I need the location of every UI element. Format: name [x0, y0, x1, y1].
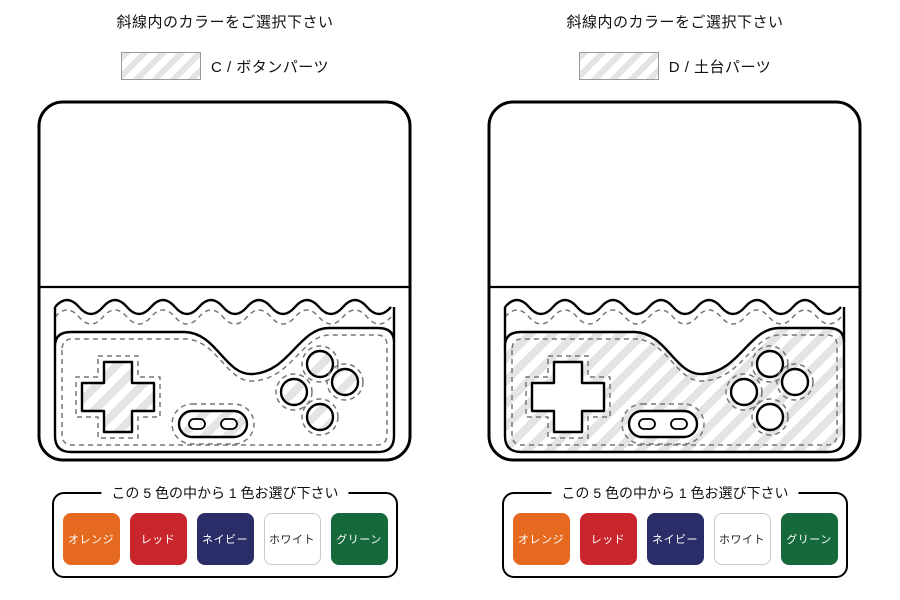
- color-chip-green[interactable]: グリーン: [780, 513, 838, 565]
- picker-title: この 5 色の中から 1 色お選び下さい: [551, 483, 799, 503]
- color-chips: オレンジ レッド ネイビー ホワイト グリーン: [54, 494, 396, 576]
- startselect-stitch: [171, 403, 255, 445]
- start-hole: [188, 418, 206, 430]
- action-button-bottom: [755, 402, 785, 432]
- color-chip-navy[interactable]: ネイビー: [196, 513, 254, 565]
- part-label: D / 土台パーツ: [668, 58, 772, 76]
- action-button-left-stitch: [275, 373, 313, 411]
- flap-wave-stitch: [504, 309, 842, 325]
- pouch-diagram-c: [37, 100, 412, 462]
- color-picker-box: この 5 色の中から 1 色お選び下さい オレンジ レッド ネイビー ホワイト …: [502, 483, 848, 578]
- color-picker-box: この 5 色の中から 1 色お選び下さい オレンジ レッド ネイビー ホワイト …: [52, 483, 398, 578]
- dpad-stitch: [75, 355, 161, 439]
- base-panel-stitch: [511, 334, 838, 446]
- action-button-right: [780, 367, 810, 397]
- action-button-right: [330, 367, 360, 397]
- action-button-top-stitch: [751, 345, 789, 383]
- color-chip-orange[interactable]: オレンジ: [512, 513, 570, 565]
- color-chips: オレンジ レッド ネイビー ホワイト グリーン: [504, 494, 846, 576]
- pouch-diagram-svg: [37, 100, 412, 462]
- action-button-right-stitch: [326, 363, 364, 401]
- action-button-top: [755, 349, 785, 379]
- select-hole: [670, 418, 688, 430]
- color-chip-navy[interactable]: ネイビー: [646, 513, 704, 565]
- action-button-left: [729, 377, 759, 407]
- action-button-left: [279, 377, 309, 407]
- flap-wave-edge: [504, 298, 842, 316]
- part-label: C / ボタンパーツ: [210, 58, 330, 76]
- action-button-bottom: [305, 402, 335, 432]
- action-button-top-stitch: [301, 345, 339, 383]
- panel-header: 斜線内のカラーをご選択下さい: [116, 14, 334, 31]
- dpad-cross: [530, 360, 606, 434]
- pouch-diagram-svg: [487, 100, 862, 462]
- panel-c-button-parts: 斜線内のカラーをご選択下さい C / ボタンパーツ: [0, 14, 450, 578]
- color-chip-orange[interactable]: オレンジ: [62, 513, 120, 565]
- action-button-left-stitch: [725, 373, 763, 411]
- color-chip-green[interactable]: グリーン: [330, 513, 388, 565]
- startselect-plate: [177, 409, 249, 439]
- select-hole: [220, 418, 238, 430]
- action-button-top: [305, 349, 335, 379]
- color-chip-white[interactable]: ホワイト: [713, 513, 771, 565]
- hatch-pattern-swatch: [578, 52, 659, 80]
- flap-wave-stitch: [54, 309, 392, 325]
- action-button-right-stitch: [776, 363, 814, 401]
- startselect-plate: [627, 409, 699, 439]
- start-hole: [638, 418, 656, 430]
- panel-d-base-parts: 斜線内のカラーをご選択下さい D / 土台パーツ: [450, 0, 900, 600]
- action-button-bottom-stitch: [301, 398, 339, 436]
- flap-wave-edge: [54, 298, 392, 316]
- hatch-pattern-swatch: [120, 52, 201, 80]
- color-chip-white[interactable]: ホワイト: [263, 513, 321, 565]
- base-panel-stitch: [61, 334, 388, 446]
- part-row: D / 土台パーツ: [450, 52, 900, 80]
- picker-title: この 5 色の中から 1 色お選び下さい: [101, 483, 349, 503]
- pouch-diagram-d: [487, 100, 862, 462]
- startselect-stitch: [621, 403, 705, 445]
- dpad-stitch: [525, 355, 611, 439]
- color-chip-red[interactable]: レッド: [129, 513, 187, 565]
- part-row: C / ボタンパーツ: [0, 52, 450, 80]
- color-chip-red[interactable]: レッド: [579, 513, 637, 565]
- action-button-bottom-stitch: [751, 398, 789, 436]
- dpad-cross: [80, 360, 156, 434]
- panel-header: 斜線内のカラーをご選択下さい: [566, 14, 784, 31]
